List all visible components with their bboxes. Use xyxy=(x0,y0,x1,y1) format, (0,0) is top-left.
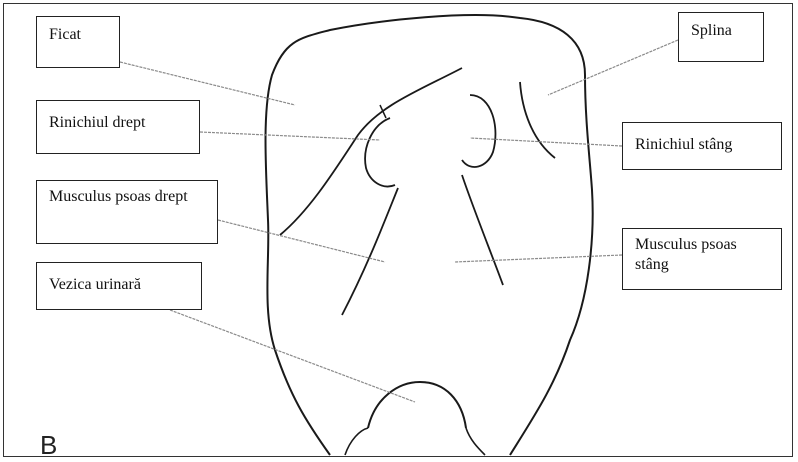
left-psoas-line xyxy=(462,175,503,285)
leader-vezica xyxy=(170,310,415,402)
pelvis-right-curve xyxy=(466,428,485,455)
label-ficat: Ficat xyxy=(36,16,120,68)
leader-splina xyxy=(548,40,678,95)
label-rinichiul-stang: Rinichiul stâng xyxy=(622,122,782,170)
label-vezica-urinara: Vezica urinară xyxy=(36,262,202,310)
bladder-outline xyxy=(368,382,466,428)
panel-letter: B xyxy=(40,432,57,458)
label-musculus-psoas-stang: Musculus psoas stâng xyxy=(622,228,782,290)
label-splina-text: Splina xyxy=(691,22,732,39)
label-ficat-text: Ficat xyxy=(49,26,81,43)
pelvis-left-curve xyxy=(345,428,368,455)
leader-ficat xyxy=(120,62,295,105)
leader-psoas-stang xyxy=(455,255,622,262)
spleen-arc xyxy=(520,82,555,158)
label-musculus-psoas-stang-text: Musculus psoas stâng xyxy=(635,236,737,273)
label-rinichiul-drept-text: Rinichiul drept xyxy=(49,114,145,131)
label-vezica-urinara-text: Vezica urinară xyxy=(49,276,141,293)
liver-boundary xyxy=(280,68,462,235)
leader-psoas-drept xyxy=(218,220,385,262)
left-kidney xyxy=(462,95,495,167)
label-splina: Splina xyxy=(678,12,764,62)
leader-rinichiul-stang xyxy=(470,138,622,146)
label-musculus-psoas-drept-text: Musculus psoas drept xyxy=(49,188,188,205)
right-psoas-line xyxy=(342,188,398,315)
leader-rinichiul-drept xyxy=(200,132,380,140)
right-kidney xyxy=(365,118,395,186)
body-outline xyxy=(266,15,593,455)
label-rinichiul-drept: Rinichiul drept xyxy=(36,100,200,154)
label-rinichiul-stang-text: Rinichiul stâng xyxy=(635,136,732,153)
label-musculus-psoas-drept: Musculus psoas drept xyxy=(36,180,218,244)
